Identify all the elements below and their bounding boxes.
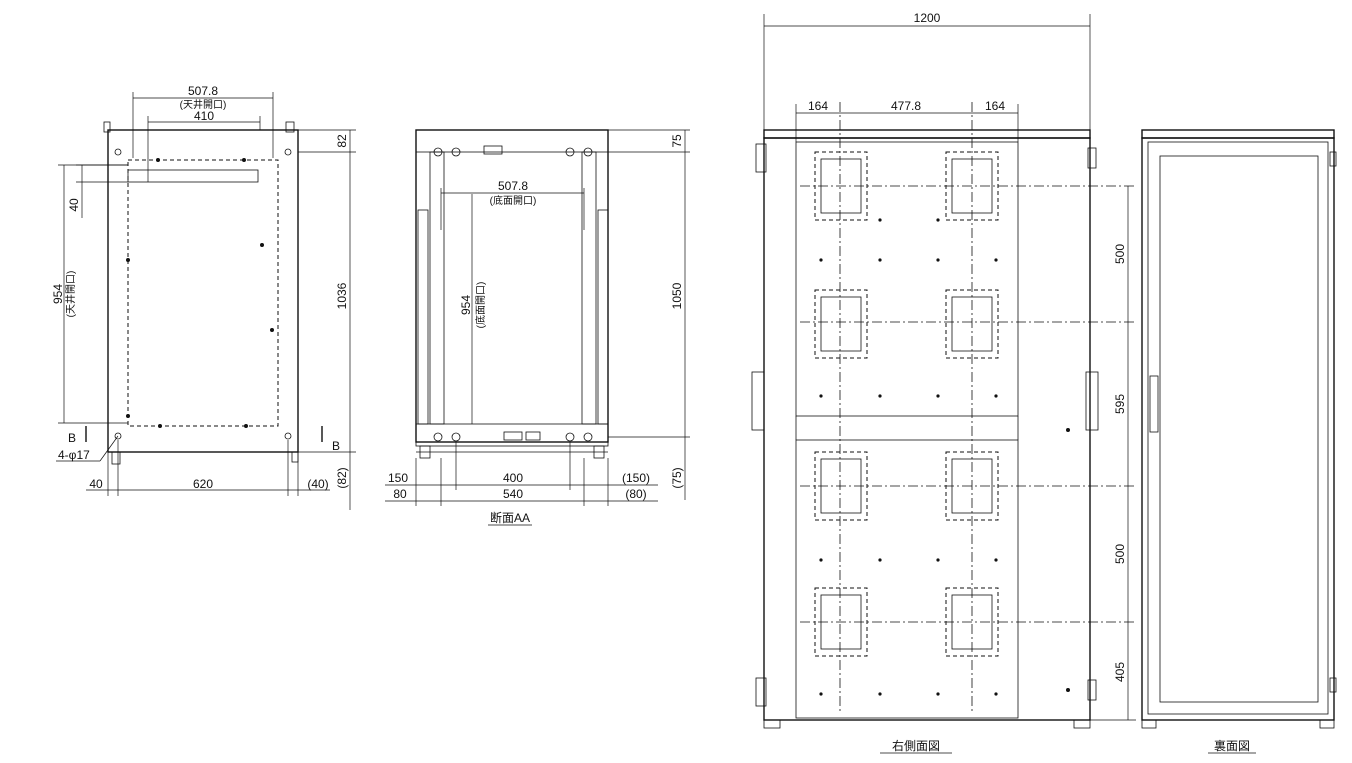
side-view: 1200 164 477.8 164 500 595 500 405 右側面図 [751,11,1136,754]
dim-top-inner: 410 [194,109,214,123]
hole-label: 4-φ17 [58,448,90,462]
dim-75: 75 [670,134,684,148]
dim-left-954: 954 [51,284,65,304]
dim-bottom-40: 40 [89,477,103,491]
dim-bottom-40-paren: (40) [307,477,328,491]
section-mark-left: B [68,431,76,445]
dim-1200: 1200 [914,11,941,25]
dim-right-1036: 1036 [335,282,349,309]
dim-bottom-620: 620 [193,477,213,491]
section-outline [415,129,609,443]
rear-window [1159,155,1319,703]
dim-right-82: 82 [335,134,349,148]
dim-left-954-note: (天井開口) [64,271,77,318]
dim-400: 400 [503,471,523,485]
dim-80: 80 [393,487,407,501]
dim-164a: 164 [808,99,828,113]
dim-150-paren: (150) [622,471,650,485]
dim-507-note: (底面開口) [490,194,537,207]
top-view: 507.8 (天井開口) 410 40 954 (天井開口) 82 1036 (… [51,84,356,510]
side-caption: 右側面図 [892,738,940,753]
dim-500b: 500 [1113,544,1127,564]
dim-954: 954 [459,295,473,315]
dim-top-outer-note: (天井開口) [180,98,227,111]
top-view-slot [127,169,259,183]
dim-954-note: (底面開口) [474,282,487,329]
dim-150: 150 [388,471,408,485]
dim-75-paren: (75) [670,467,684,488]
rear-handle [1149,375,1159,433]
dim-1050: 1050 [670,282,684,309]
dim-507: 507.8 [498,179,528,193]
dim-540: 540 [503,487,523,501]
rear-caption: 裏面図 [1214,738,1250,753]
dim-80-paren: (80) [625,487,646,501]
side-outline [763,137,1091,721]
dim-405: 405 [1113,662,1127,682]
top-view-opening [127,159,279,427]
top-view-outline [107,129,299,453]
section-mark-right: B [332,439,340,453]
dim-477: 477.8 [891,99,921,113]
dim-500a: 500 [1113,244,1127,264]
rear-view: 裏面図 [1141,129,1337,754]
section-caption: 断面AA [490,510,530,525]
dim-595: 595 [1113,394,1127,414]
rear-outline [1141,137,1335,721]
dim-top-outer: 507.8 [188,84,218,98]
dim-left-40: 40 [67,198,81,212]
dim-right-82-paren: (82) [335,467,349,488]
dim-164b: 164 [985,99,1005,113]
section-view: 507.8 (底面開口) 954 (底面開口) 75 1050 (75) 150… [385,129,690,526]
